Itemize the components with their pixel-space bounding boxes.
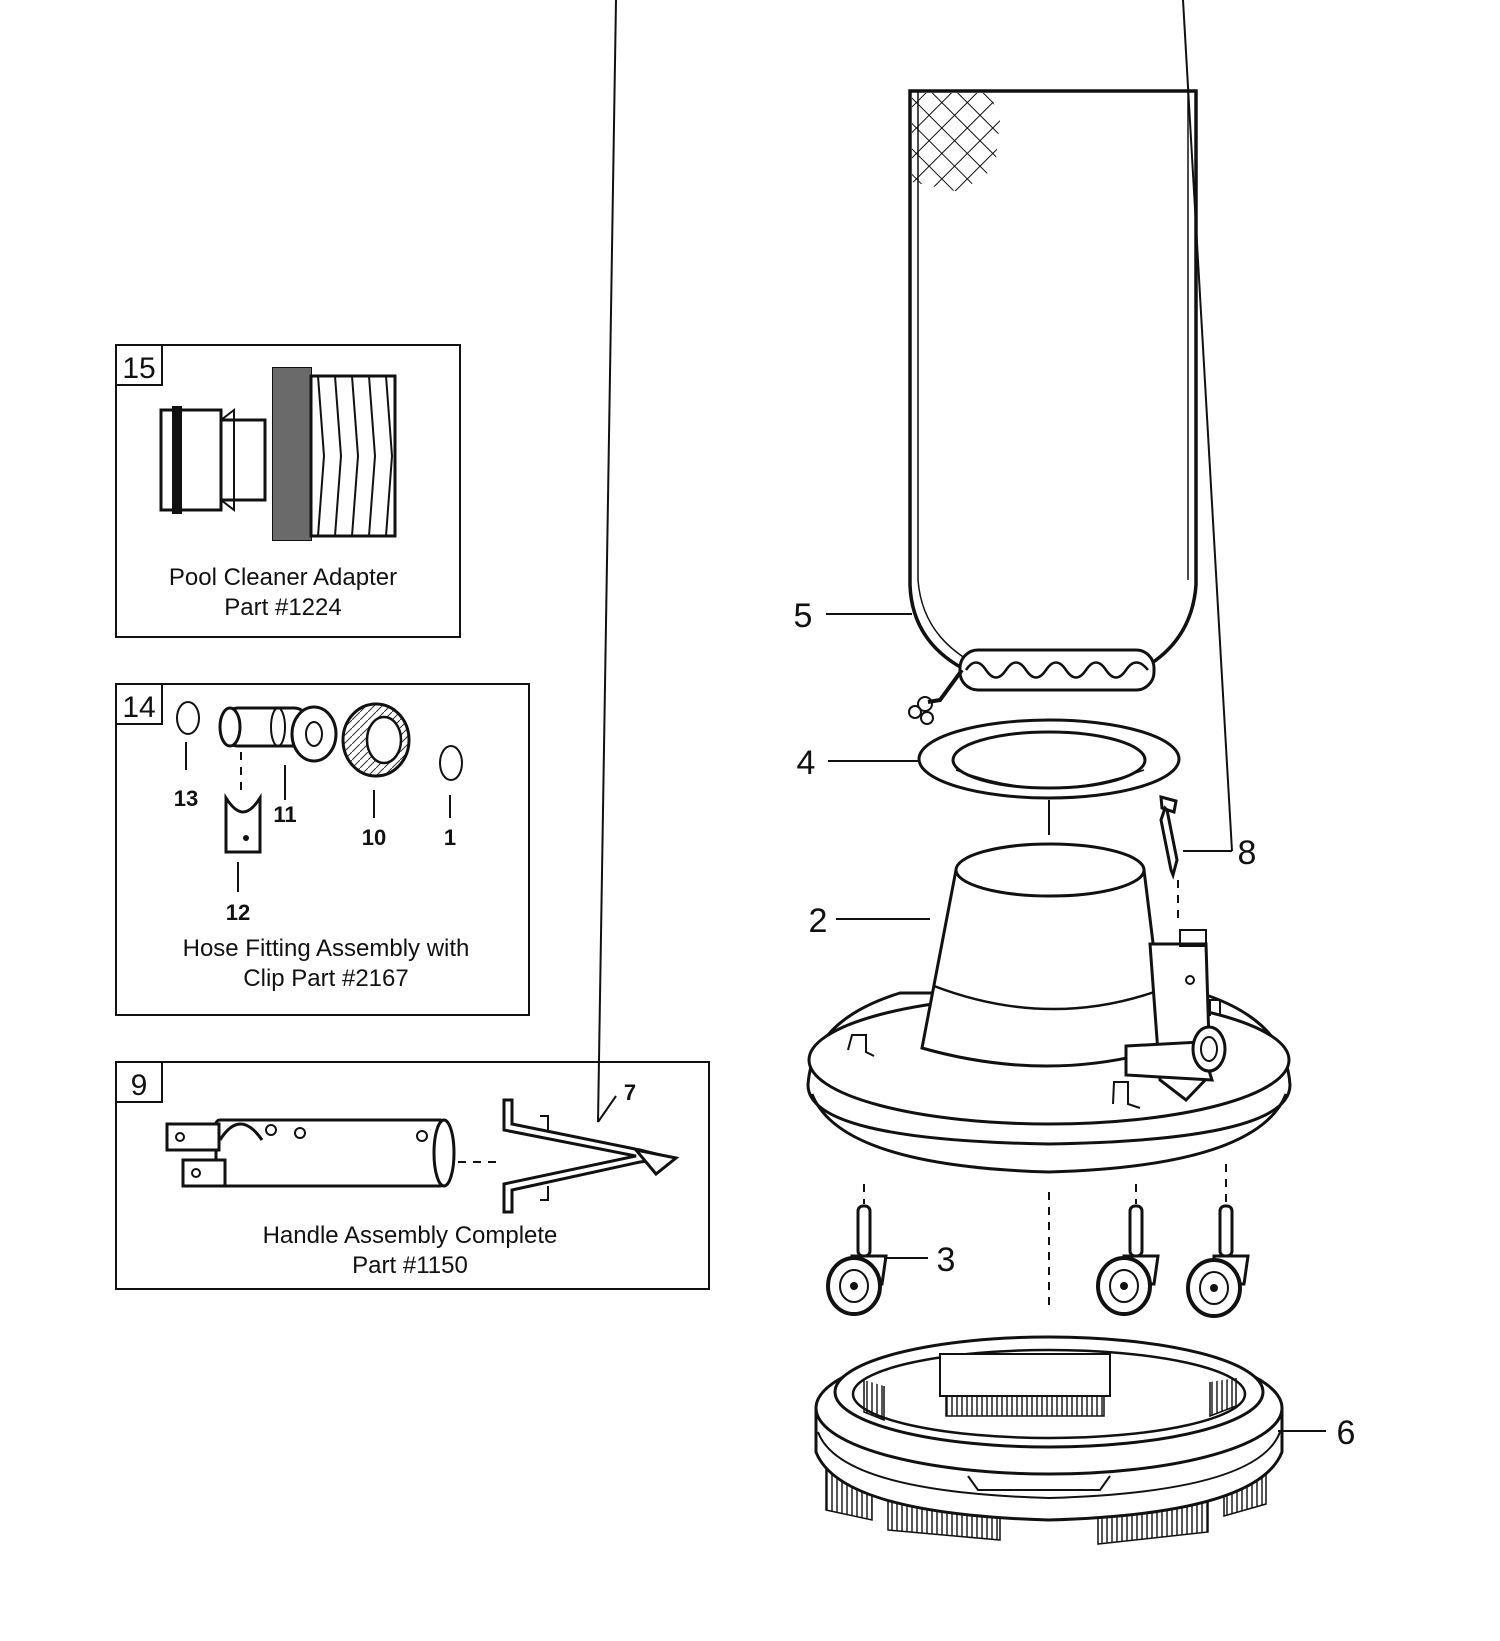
callout-6: 6 xyxy=(1337,1414,1356,1452)
callout-8: 8 xyxy=(1238,834,1257,872)
adapter-caption-line2: Part #1224 xyxy=(224,594,341,621)
hose-fitting-box: 14 13 11 12 10 1 Hose Fitt xyxy=(115,683,530,1016)
caster-wheel-icon xyxy=(826,1204,888,1316)
pool-cleaner-adapter-icon xyxy=(159,367,397,541)
hose-nut-icon xyxy=(341,702,411,778)
adapter-caption-line1: Pool Cleaner Adapter xyxy=(169,564,397,591)
handle-caption-line2: Part #1150 xyxy=(352,1252,468,1279)
gasket-ring-icon xyxy=(917,718,1181,800)
hose-fitting-icon xyxy=(218,705,338,763)
handle-box-number: 9 xyxy=(131,1069,148,1102)
hose-part-label-12: 12 xyxy=(226,900,250,925)
callout-3: 3 xyxy=(937,1241,956,1279)
callout-4: 4 xyxy=(797,744,816,782)
handle-part-label-7: 7 xyxy=(624,1080,636,1105)
hose-fitting-caption-line2: Clip Part #2167 xyxy=(243,965,408,992)
o-ring-icon xyxy=(439,745,463,781)
hose-part-label-1: 1 xyxy=(444,825,456,850)
hose-fitting-caption-line1: Hose Fitting Assembly with xyxy=(183,935,470,962)
adapter-box: 15 Pool Cleaner Adapter Part #1224 xyxy=(115,344,461,638)
clip-icon xyxy=(224,792,262,854)
filter-bag-icon xyxy=(908,89,1198,725)
hose-part-label-11: 11 xyxy=(273,802,296,827)
caster-wheel-icon xyxy=(1186,1204,1250,1318)
hose-part-label-10: 10 xyxy=(362,825,386,850)
caster-wheel-icon xyxy=(1096,1204,1160,1316)
handle-caption-line1: Handle Assembly Complete xyxy=(263,1222,558,1249)
hose-fitting-box-number: 14 xyxy=(122,691,155,724)
callout-5: 5 xyxy=(794,597,813,635)
handle-tube-icon xyxy=(165,1118,456,1188)
pin-icon xyxy=(1159,794,1179,880)
brush-ring-icon xyxy=(814,1335,1284,1545)
adapter-box-number: 15 xyxy=(122,352,155,385)
base-lid-icon xyxy=(806,842,1292,1174)
o-ring-icon xyxy=(176,701,200,735)
hose-part-label-13: 13 xyxy=(174,786,198,811)
handle-box: 9 7 Handle Assembly Complete Part #1150 xyxy=(115,0,710,1290)
callout-2: 2 xyxy=(809,902,828,940)
handle-spring-clip-icon xyxy=(502,1098,680,1214)
